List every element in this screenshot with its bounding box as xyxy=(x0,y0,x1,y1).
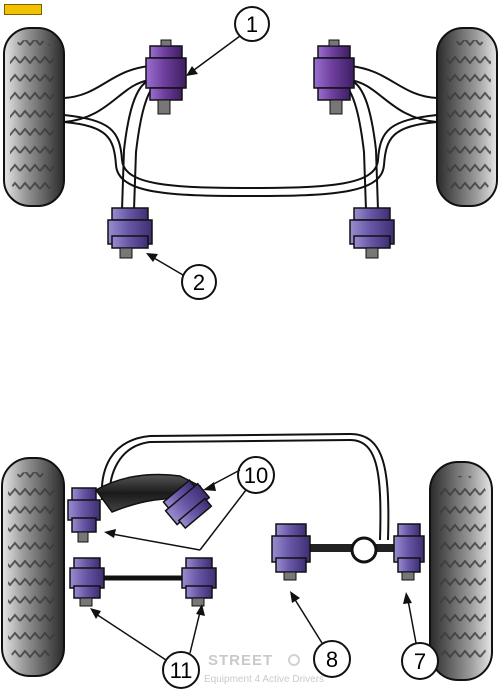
bush-1-front-wishbone-front xyxy=(145,39,187,115)
front-right-tyre xyxy=(436,27,498,207)
callout-11-leader-b xyxy=(189,611,201,654)
front-anti-roll-bar xyxy=(63,114,438,190)
callout-7-label: 7 xyxy=(414,649,426,674)
callout-10-leader-b xyxy=(199,489,247,551)
callout-2: 2 xyxy=(146,253,217,300)
rear-anti-roll-bar xyxy=(100,432,390,541)
callout-10-leader-a xyxy=(209,469,241,487)
bush-8 xyxy=(271,523,311,581)
rear-axle-assembly: 10 11 8 7 xyxy=(1,432,493,689)
callout-11-leader-a xyxy=(95,613,167,661)
rear-right-tyre xyxy=(429,461,493,681)
callout-2-leader xyxy=(153,257,184,276)
bush-10 xyxy=(162,479,213,530)
callout-11: 11 xyxy=(90,604,205,689)
ball-joint xyxy=(350,536,378,564)
bush-11-left xyxy=(69,557,105,607)
brand-logo xyxy=(4,4,42,15)
watermark-brand: STREET xyxy=(208,652,274,669)
bush-rear-left-upper xyxy=(67,487,101,543)
callout-1-label: 1 xyxy=(246,12,258,37)
callout-1: 1 xyxy=(186,6,270,76)
bush-2-front-wishbone-rear-right xyxy=(349,207,395,259)
bush-2-front-wishbone-rear xyxy=(107,207,153,259)
front-left-tyre xyxy=(3,27,65,207)
rear-anti-roll-bar-inner xyxy=(108,438,382,541)
callout-10: 10 xyxy=(104,456,275,551)
callout-8-label: 8 xyxy=(326,647,338,672)
watermark-tagline: Equipment 4 Active Drivers xyxy=(204,674,325,685)
callout-8-leader xyxy=(293,597,323,644)
front-anti-roll-bar-inner xyxy=(63,121,438,198)
callout-7-leader xyxy=(407,599,417,644)
watermark-logo: STREET Equipment 4 Active Drivers xyxy=(200,652,324,692)
front-axle-assembly: 1 2 xyxy=(3,6,498,300)
callout-7: 7 xyxy=(401,592,439,680)
bush-1-front-wishbone-front-right xyxy=(313,39,355,115)
callout-10-label: 10 xyxy=(244,463,268,488)
watermark-circle-icon xyxy=(288,654,300,666)
rear-left-tyre xyxy=(1,457,65,677)
bush-11-right xyxy=(181,557,217,607)
front-right-arm-line xyxy=(349,79,379,211)
callout-2-label: 2 xyxy=(193,270,205,295)
callout-11-label: 11 xyxy=(170,658,193,683)
bush-7 xyxy=(393,523,425,581)
callout-8: 8 xyxy=(290,591,351,678)
callout-10-leader-c xyxy=(111,533,201,551)
callout-1-leader xyxy=(193,35,241,71)
front-left-arm-line xyxy=(121,79,151,211)
